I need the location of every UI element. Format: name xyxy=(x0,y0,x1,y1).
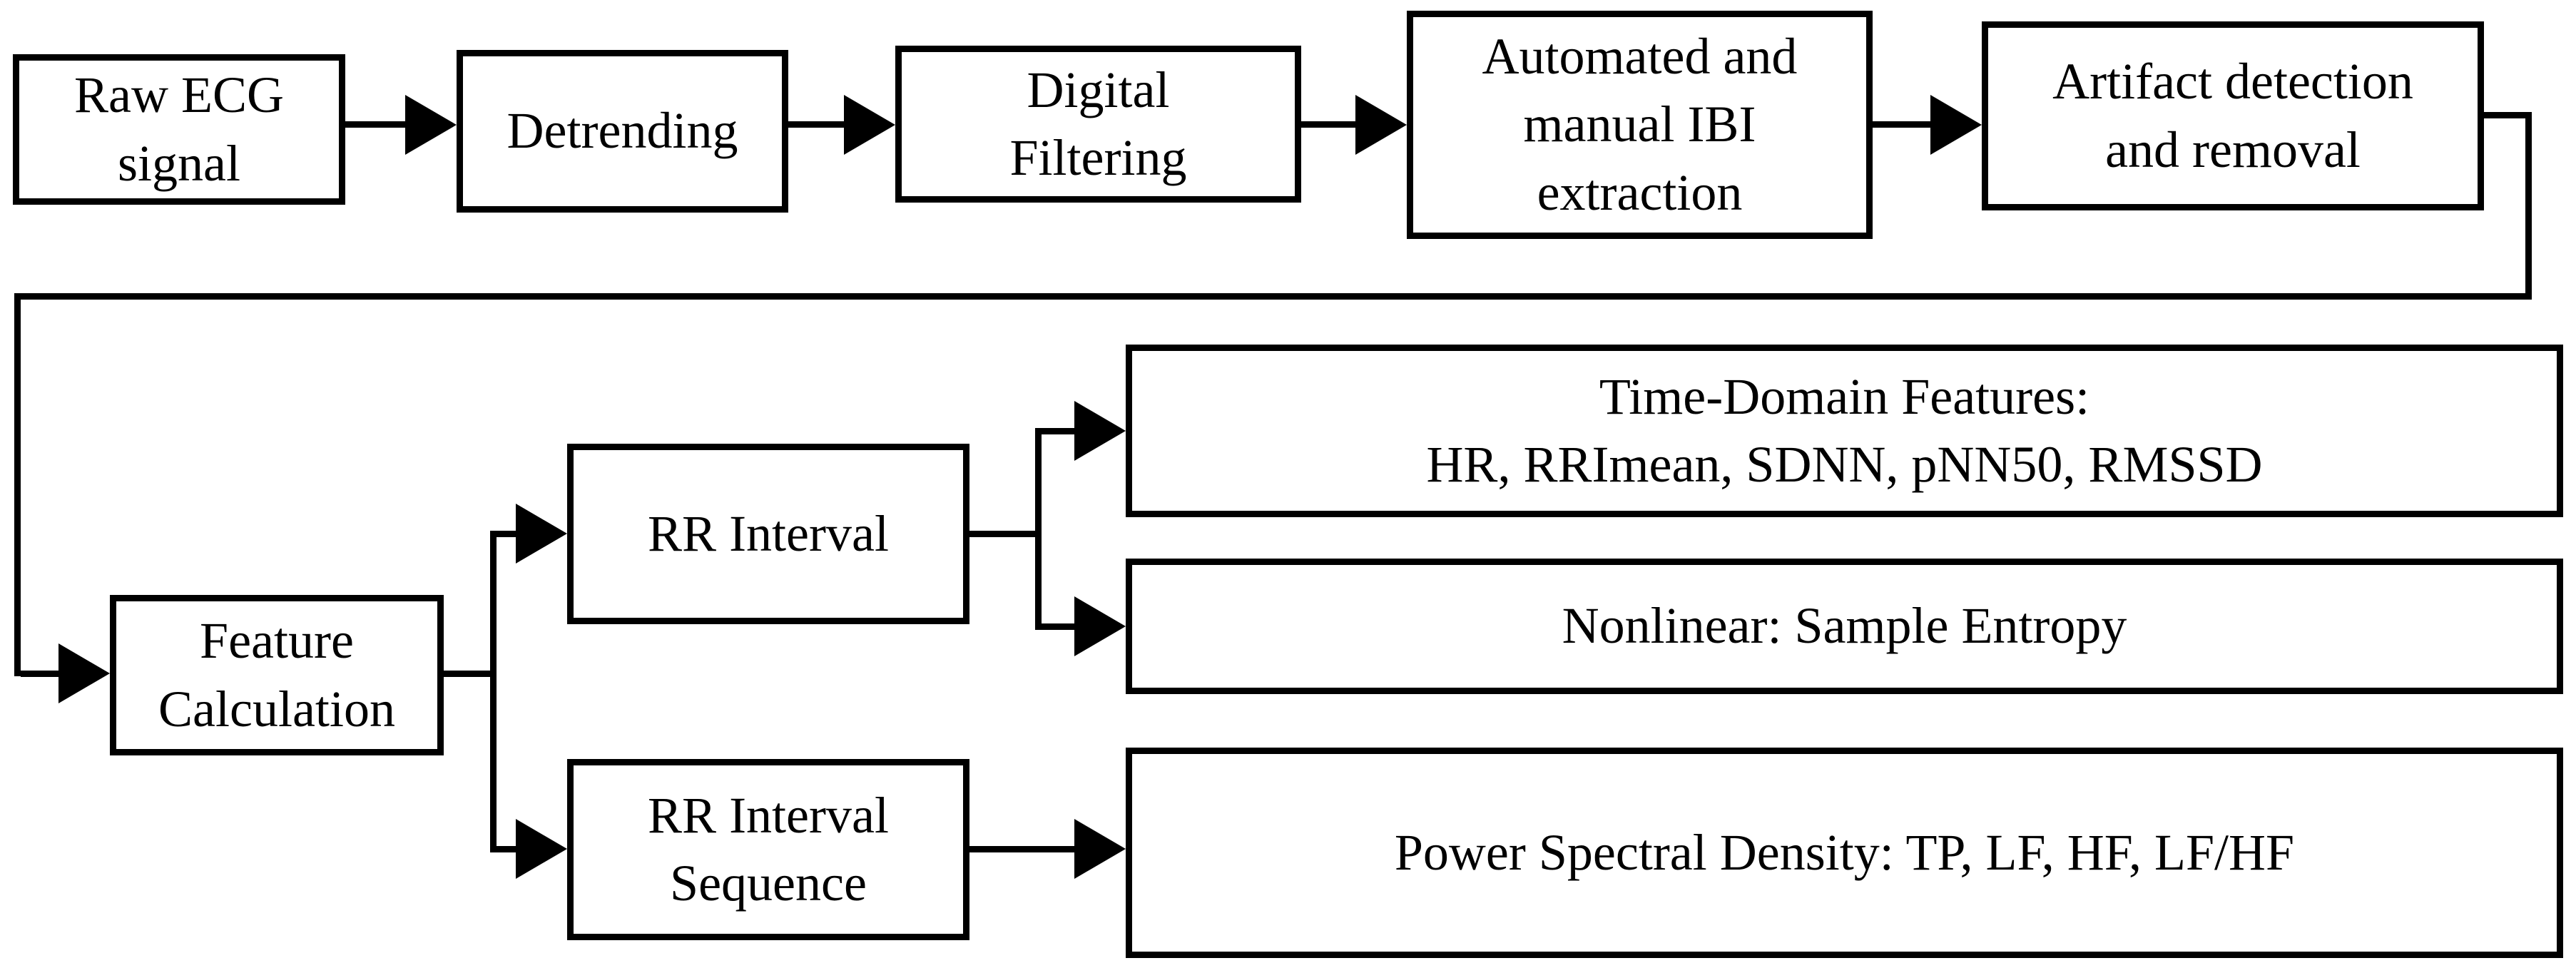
node-feature-calculation: Feature Calculation xyxy=(110,595,444,755)
arrowhead-icon xyxy=(1355,95,1407,155)
connector-wrap-vertical-right xyxy=(2525,112,2532,300)
arrowhead-icon xyxy=(1074,596,1126,656)
connector-rrsequence-psd xyxy=(969,846,1074,852)
arrowhead-icon xyxy=(58,643,110,703)
node-power-spectral-density: Power Spectral Density: TP, LF, HF, LF/H… xyxy=(1126,748,2563,958)
connector-to-rr-sequence xyxy=(497,846,516,852)
node-detrending: Detrending xyxy=(457,50,788,213)
connector-to-time-domain xyxy=(1042,428,1074,434)
connector-rrinterval-stub xyxy=(969,531,1042,537)
arrowhead-icon xyxy=(844,95,895,155)
connector-rawecg-detrending xyxy=(345,121,405,128)
arrowhead-icon xyxy=(405,95,457,155)
arrowhead-icon xyxy=(1074,819,1126,879)
connector-featurecalc-stub xyxy=(444,671,497,677)
connector-wrap-vertical-left xyxy=(14,293,21,676)
node-nonlinear-sample-entropy: Nonlinear: Sample Entropy xyxy=(1126,559,2563,694)
arrowhead-icon xyxy=(516,819,567,879)
node-rr-interval: RR Interval xyxy=(567,444,969,624)
node-ibi-extraction: Automated and manual IBI extraction xyxy=(1407,11,1873,239)
connector-detrending-filtering xyxy=(788,121,844,128)
connector-rrinterval-branch-vertical xyxy=(1035,428,1042,630)
node-artifact-detection-removal: Artifact detection and removal xyxy=(1982,21,2484,210)
node-raw-ecg-signal: Raw ECG signal xyxy=(13,54,345,205)
connector-filtering-ibi xyxy=(1301,121,1355,128)
connector-to-rr-interval xyxy=(497,531,516,537)
node-rr-interval-sequence: RR Interval Sequence xyxy=(567,759,969,940)
connector-to-nonlinear xyxy=(1042,623,1074,630)
connector-wrap-into-feature-calc xyxy=(21,671,58,677)
node-time-domain-features: Time-Domain Features: HR, RRImean, SDNN,… xyxy=(1126,345,2563,517)
arrowhead-icon xyxy=(1074,401,1126,461)
connector-ibi-artifact xyxy=(1873,121,1930,128)
connector-wrap-horizontal xyxy=(14,293,2532,300)
connector-featurecalc-branch-vertical xyxy=(490,531,497,852)
arrowhead-icon xyxy=(516,504,567,564)
node-digital-filtering: Digital Filtering xyxy=(895,46,1301,203)
arrowhead-icon xyxy=(1930,95,1982,155)
connector-wrap-stub-right xyxy=(2484,112,2532,118)
